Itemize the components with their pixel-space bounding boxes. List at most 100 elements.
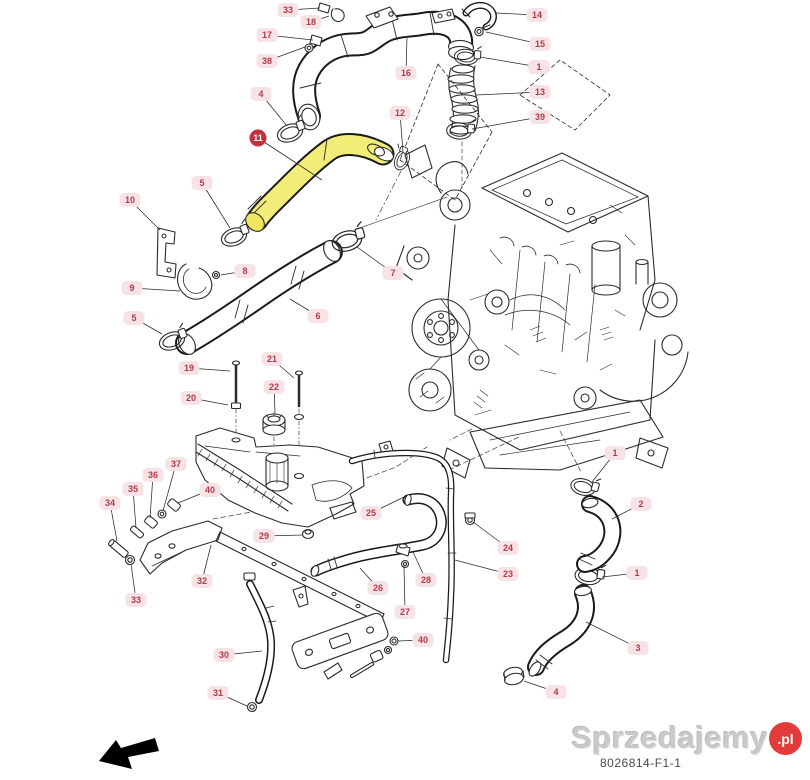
svg-text:34: 34 xyxy=(105,498,115,508)
callout-18: 18 xyxy=(300,15,330,29)
svg-text:20: 20 xyxy=(186,393,196,403)
nut-24 xyxy=(464,512,476,526)
svg-text:37: 37 xyxy=(171,459,181,469)
callout-1: 1 xyxy=(601,566,648,580)
callout-22: 22 xyxy=(263,380,285,414)
callout-30: 30 xyxy=(213,648,263,662)
callout-2: 2 xyxy=(611,497,652,520)
svg-text:5: 5 xyxy=(199,178,204,188)
svg-text:13: 13 xyxy=(535,87,545,97)
callout-33: 33 xyxy=(277,3,321,17)
svg-text:10: 10 xyxy=(125,195,135,205)
bolt-21 xyxy=(293,370,305,480)
svg-text:9: 9 xyxy=(129,283,134,293)
callout-35: 35 xyxy=(122,482,144,529)
svg-text:26: 26 xyxy=(373,583,383,593)
callout-39: 39 xyxy=(471,110,551,130)
callout-15: 15 xyxy=(485,31,551,51)
direction-arrow-icon xyxy=(99,738,159,769)
svg-text:21: 21 xyxy=(267,354,277,364)
callout-34: 34 xyxy=(99,496,121,542)
tank-cap-22 xyxy=(262,412,286,436)
bracket-10 xyxy=(156,227,177,279)
fasteners-27-28 xyxy=(395,543,411,569)
svg-text:14: 14 xyxy=(532,10,542,20)
nut-15 xyxy=(474,26,484,37)
svg-text:35: 35 xyxy=(128,484,138,494)
svg-text:38: 38 xyxy=(262,56,272,66)
callout-5: 5 xyxy=(123,311,163,335)
hook-9 xyxy=(177,263,213,300)
svg-text:12: 12 xyxy=(395,108,405,118)
svg-text:28: 28 xyxy=(421,575,431,585)
end-cap-4 xyxy=(503,666,525,686)
callout-6: 6 xyxy=(289,298,329,323)
callout-9: 9 xyxy=(121,281,181,295)
rod-30 xyxy=(243,572,277,704)
svg-text:23: 23 xyxy=(503,569,513,579)
callout-1: 1 xyxy=(591,446,626,483)
pipe-16 xyxy=(292,6,475,131)
hose-25 xyxy=(310,493,447,577)
callout-40: 40 xyxy=(397,633,434,647)
svg-text:33: 33 xyxy=(283,5,293,15)
svg-text:11: 11 xyxy=(253,133,263,143)
plate-26 xyxy=(291,612,389,670)
svg-text:2: 2 xyxy=(638,499,643,509)
callout-12: 12 xyxy=(389,106,411,153)
bracket-l-small xyxy=(292,585,309,608)
svg-text:33: 33 xyxy=(131,595,141,605)
svg-text:32: 32 xyxy=(197,576,207,586)
callout-3: 3 xyxy=(585,621,649,655)
svg-text:24: 24 xyxy=(503,543,513,553)
callout-14: 14 xyxy=(495,8,548,22)
svg-text:1: 1 xyxy=(536,62,541,72)
hose-3 xyxy=(527,584,595,677)
callout-10: 10 xyxy=(119,193,161,231)
expansion-tank xyxy=(195,427,365,528)
svg-text:8: 8 xyxy=(242,266,247,276)
callout-16: 16 xyxy=(395,35,417,80)
hardware-trail xyxy=(323,636,399,680)
callout-32: 32 xyxy=(191,544,213,588)
fastener-set-left xyxy=(108,498,181,566)
breather-hose-14 xyxy=(461,2,497,31)
small-fasteners-top-left xyxy=(304,2,345,53)
callout-4: 4 xyxy=(523,680,567,699)
svg-text:17: 17 xyxy=(262,30,272,40)
bracket-32 xyxy=(139,520,223,575)
callout-21: 21 xyxy=(261,352,295,379)
callout-26: 26 xyxy=(359,567,389,595)
svg-text:4: 4 xyxy=(553,687,558,697)
callout-11: 11 xyxy=(249,129,323,181)
callout-29: 29 xyxy=(253,529,304,543)
svg-text:19: 19 xyxy=(184,363,194,373)
svg-text:1: 1 xyxy=(612,448,617,458)
clamp-1-right-upper xyxy=(568,471,602,500)
svg-text:39: 39 xyxy=(535,112,545,122)
grommet-29 xyxy=(301,528,315,540)
callout-4: 4 xyxy=(250,87,288,127)
svg-text:4: 4 xyxy=(258,89,263,99)
callout-31: 31 xyxy=(207,686,248,707)
callout-19: 19 xyxy=(178,361,231,375)
svg-text:3: 3 xyxy=(635,643,640,653)
svg-text:31: 31 xyxy=(213,688,223,698)
svg-text:30: 30 xyxy=(219,650,229,660)
callout-24: 24 xyxy=(472,521,519,555)
svg-text:36: 36 xyxy=(148,470,158,480)
callout-33: 33 xyxy=(125,563,147,607)
svg-text:29: 29 xyxy=(259,531,269,541)
svg-text:27: 27 xyxy=(400,607,410,617)
callout-23: 23 xyxy=(454,559,519,581)
callout-38: 38 xyxy=(256,46,306,68)
callout-37: 37 xyxy=(162,457,187,512)
callout-8: 8 xyxy=(220,264,256,278)
engine-assembly xyxy=(395,59,689,479)
svg-text:7: 7 xyxy=(390,268,395,278)
tube-23 xyxy=(348,449,457,664)
callout-40: 40 xyxy=(177,483,221,504)
svg-text:6: 6 xyxy=(315,311,320,321)
svg-text:40: 40 xyxy=(205,485,215,495)
